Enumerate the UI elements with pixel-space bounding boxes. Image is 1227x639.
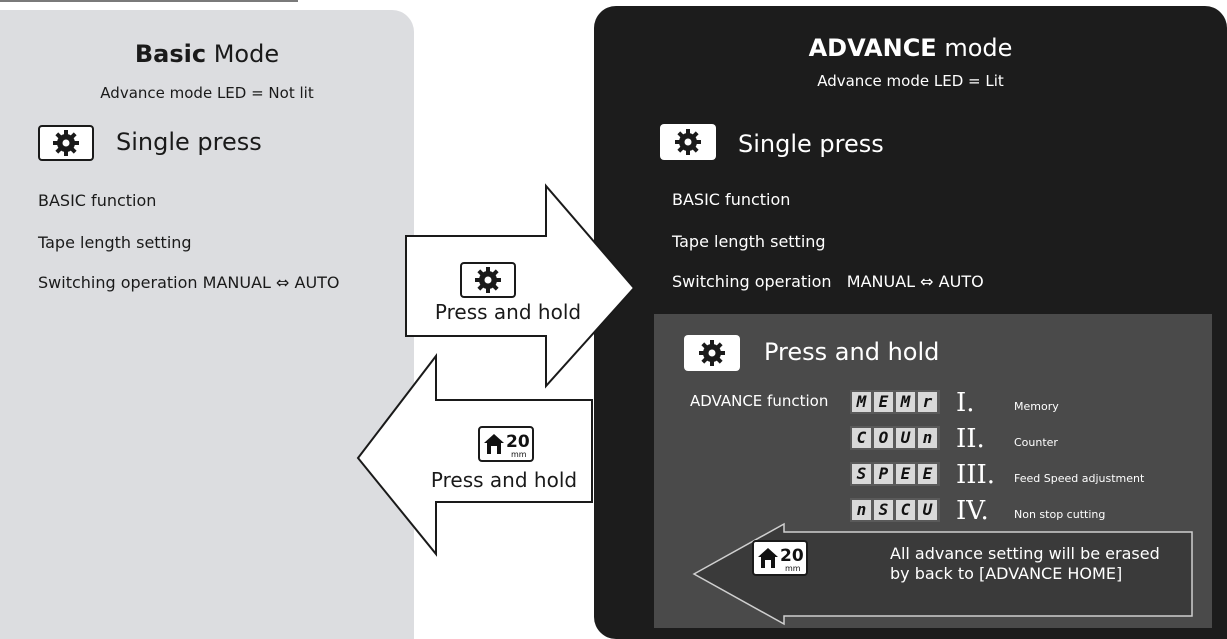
basic-title-rest: Mode — [206, 40, 280, 68]
home-door — [491, 446, 497, 454]
home-unit: mm — [511, 450, 527, 459]
return-text-line-1: All advance setting will be erased — [890, 544, 1160, 563]
advance-single-press-label: Single press — [738, 130, 884, 158]
forward-arrow-shape — [405, 183, 636, 389]
roman-numeral-2: II. — [956, 424, 985, 454]
forward-arrow-label: Press and hold — [434, 300, 582, 324]
lcd-char: M — [852, 392, 871, 412]
gear-icon[interactable] — [660, 124, 716, 160]
lcd-char: S — [852, 464, 871, 484]
basic-line-tape-length: Tape length setting — [38, 233, 192, 252]
return-arrow — [692, 522, 1193, 626]
gear-icon-glyph — [53, 130, 79, 156]
lcd-char: r — [918, 392, 937, 412]
home-unit: mm — [785, 564, 801, 573]
gear-icon-glyph — [699, 340, 725, 366]
basic-single-press-label: Single press — [116, 128, 262, 156]
advance-function-label: ADVANCE function — [690, 392, 829, 410]
return-description: All advance setting will be erased by ba… — [890, 544, 1210, 584]
forward-arrow — [405, 183, 636, 389]
lcd-char: C — [852, 428, 871, 448]
return-arrow-shape — [692, 522, 1193, 626]
back-arrow-label: Press and hold — [430, 468, 578, 492]
advance-mode-title: ADVANCE mode — [594, 34, 1227, 62]
return-text-line-2: by back to [ADVANCE HOME] — [890, 564, 1123, 583]
basic-line-switching: Switching operation MANUAL ⇔ AUTO — [38, 273, 340, 292]
basic-title-bold: Basic — [134, 40, 207, 68]
feature-memory: Memory — [1014, 400, 1059, 413]
home-icon: 20 mm — [758, 546, 804, 573]
feature-non-stop-cutting: Non stop cutting — [1014, 508, 1106, 521]
gear-icon[interactable] — [460, 262, 516, 298]
home-shape — [484, 434, 504, 454]
lcd-char: E — [874, 392, 893, 412]
lcd-char: U — [918, 500, 937, 520]
basic-mode-panel: Basic Mode Advance mode LED = Not lit Si… — [0, 10, 414, 639]
lcd-char: U — [896, 428, 915, 448]
roman-numeral-4: IV. — [956, 496, 989, 526]
lcd-char: E — [918, 464, 937, 484]
gear-icon-glyph — [475, 267, 501, 293]
lcd-char: n — [852, 500, 871, 520]
gear-icon[interactable] — [684, 335, 740, 371]
home-shape — [758, 548, 778, 568]
top-rule — [0, 0, 298, 2]
lcd-char: P — [874, 464, 893, 484]
home-icon: 20 mm — [484, 432, 530, 459]
advance-press-hold-label: Press and hold — [764, 338, 940, 366]
home-number: 20 — [780, 546, 804, 566]
gear-icon-glyph — [675, 129, 701, 155]
lcd-char: n — [918, 428, 937, 448]
advance-line-tape-length: Tape length setting — [672, 232, 826, 251]
lcd-char: O — [874, 428, 893, 448]
advance-led-status: Advance mode LED = Lit — [817, 72, 1004, 90]
gear-icon[interactable] — [38, 125, 94, 161]
home-number: 20 — [506, 432, 530, 452]
advance-line-switching: Switching operation MANUAL ⇔ AUTO — [672, 272, 984, 291]
lcd-char: E — [896, 464, 915, 484]
back-arrow — [356, 353, 593, 557]
advance-title-bold: ADVANCE — [808, 34, 937, 62]
advance-mode-panel: ADVANCE mode Advance mode LED = Lit Sing… — [594, 6, 1227, 639]
roman-numeral-3: III. — [956, 460, 996, 490]
basic-line-basic-function: BASIC function — [38, 191, 157, 210]
lcd-char: M — [896, 392, 915, 412]
home-door — [765, 560, 771, 568]
home-button[interactable]: 20 mm — [752, 540, 808, 576]
roman-numeral-1: I. — [956, 388, 975, 418]
basic-led-status: Advance mode LED = Not lit — [100, 84, 314, 102]
back-arrow-shape — [356, 353, 593, 557]
lcd-char: S — [874, 500, 893, 520]
lcd-char: C — [896, 500, 915, 520]
feature-feed-speed: Feed Speed adjustment — [1014, 472, 1145, 485]
advance-title-rest: mode — [936, 34, 1013, 62]
home-button[interactable]: 20 mm — [478, 426, 534, 462]
advance-line-basic-function: BASIC function — [672, 190, 791, 209]
basic-mode-title: Basic Mode — [0, 40, 414, 68]
feature-counter: Counter — [1014, 436, 1058, 449]
